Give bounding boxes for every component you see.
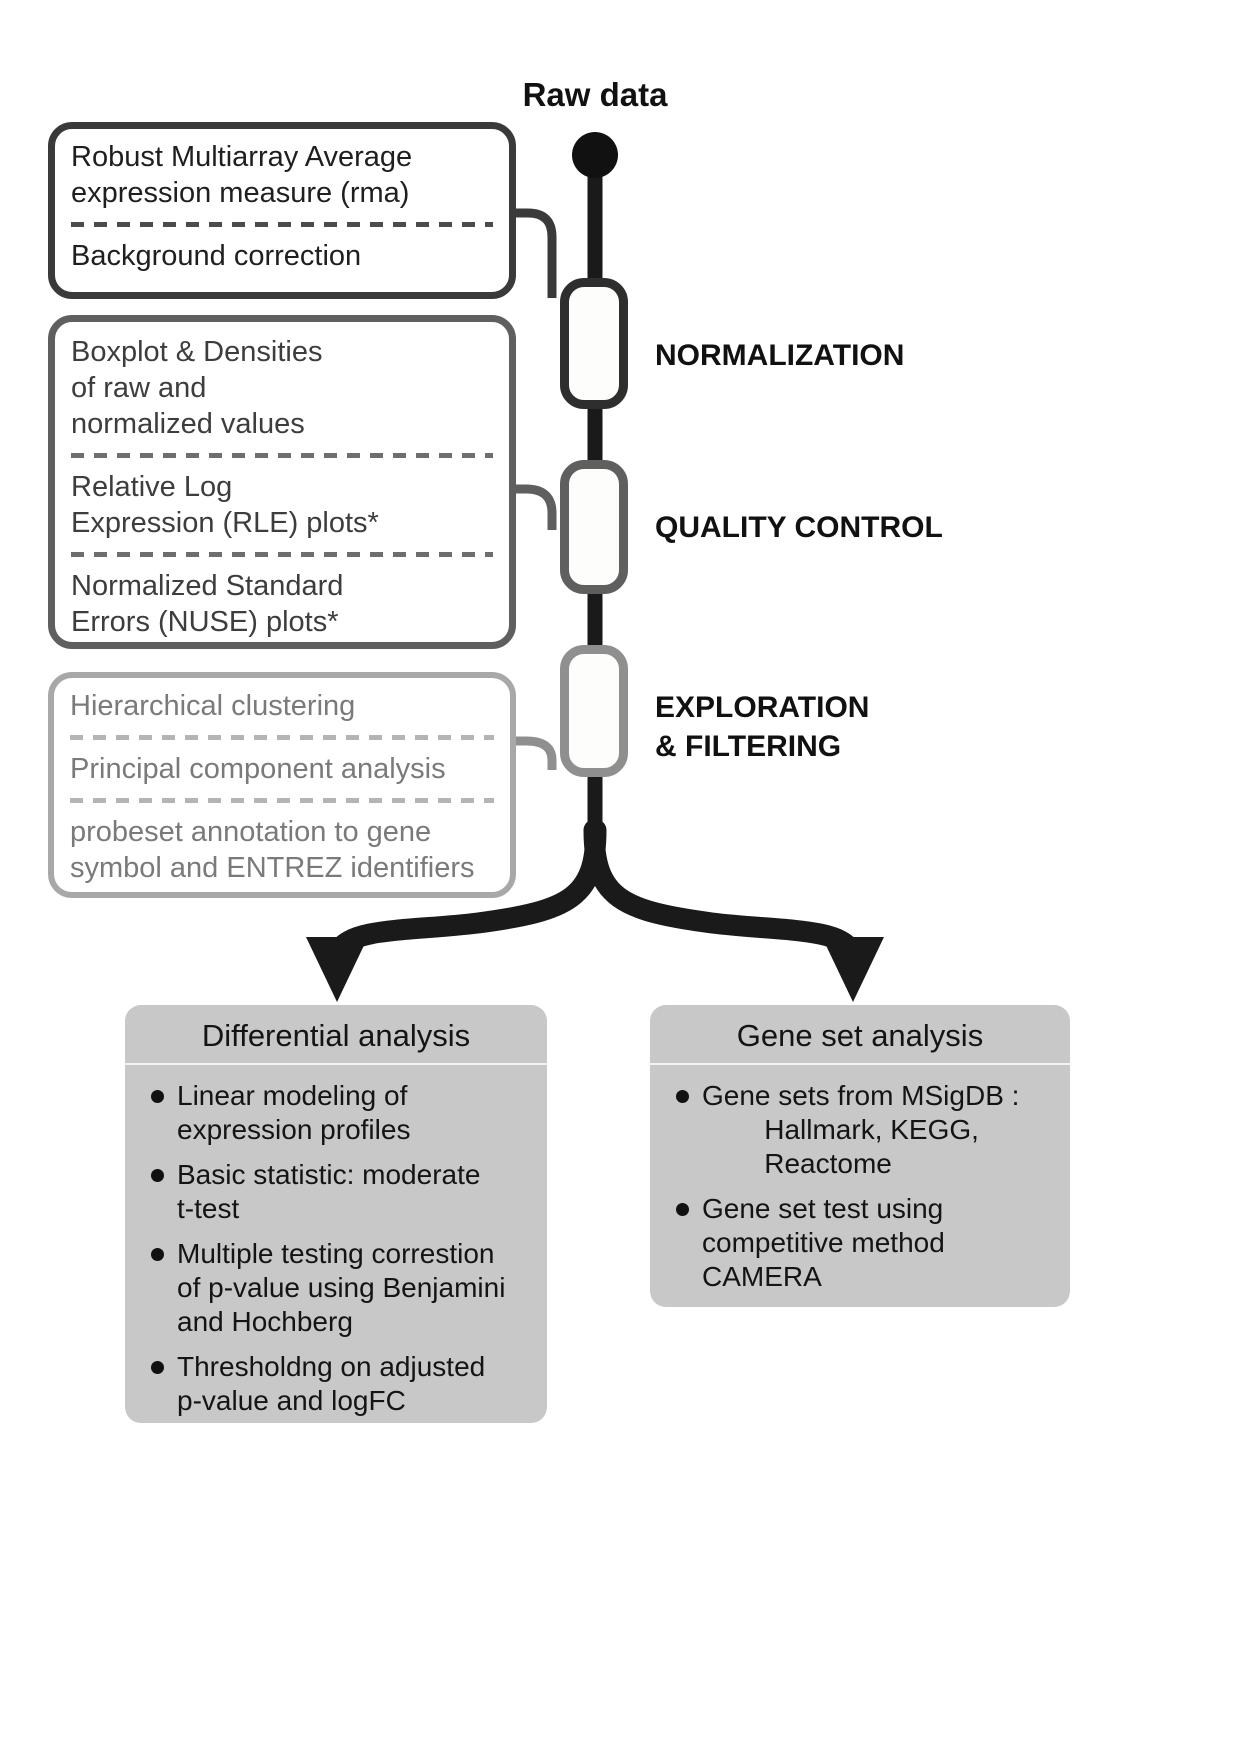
box-item-rma: Robust Multiarray Average expression mea… [71, 141, 413, 209]
stage-label-normalization: NORMALIZATION [655, 339, 905, 372]
dashed-divider [71, 222, 493, 227]
header-rule [125, 1063, 547, 1065]
dashed-divider [71, 453, 493, 458]
stage-label-quality-control: QUALITY CONTROL [655, 511, 943, 544]
dashed-divider [71, 552, 493, 557]
box-item-boxplot-densities: Boxplot & Densities of raw and normalize… [71, 336, 323, 440]
list-item: Gene sets from MSigDB : Hallmark, KEGG, … [676, 1079, 1054, 1181]
bullet-marker [676, 1090, 689, 1103]
list-item: Linear modeling of expression profiles [151, 1079, 531, 1147]
dashed-divider [70, 735, 494, 740]
gene-set-analysis-title: Gene set analysis [736, 1018, 984, 1053]
list-item: Thresholdng on adjusted p-value and logF… [151, 1350, 531, 1418]
differential-analysis-box: Differential analysis Linear modeling of… [125, 1005, 547, 1423]
fork-left-arm [327, 819, 607, 963]
exploration-node [560, 645, 628, 777]
bullet-marker [151, 1169, 164, 1182]
bullet-text: Basic statistic: moderate t-test [177, 1159, 481, 1224]
differential-analysis-title: Differential analysis [201, 1018, 471, 1053]
differential-analysis-list: Linear modeling of expression profiles B… [125, 1065, 547, 1418]
bullet-marker [151, 1248, 164, 1261]
bullet-text: Gene set test using competitive method C… [702, 1193, 945, 1292]
quality-control-node [560, 460, 628, 594]
fork-left-arrowhead [306, 937, 368, 1002]
normalization-methods-box: Robust Multiarray Average expression mea… [48, 122, 516, 299]
bullet-text: Thresholdng on adjusted p-value and logF… [177, 1351, 486, 1416]
stage-label-exploration-filtering: EXPLORATION & FILTERING [655, 691, 870, 763]
quality-control-methods-box: Boxplot & Densities of raw and normalize… [48, 315, 516, 649]
normalization-node [560, 278, 628, 409]
connector-normalization [512, 208, 557, 298]
bullet-marker [151, 1090, 164, 1103]
bullet-text: Gene sets from MSigDB : Hallmark, KEGG, … [702, 1080, 1020, 1179]
bullet-marker [676, 1203, 689, 1216]
box-item-background-correction: Background correction [71, 240, 362, 272]
fork-right-arrowhead [822, 937, 884, 1002]
bullet-text: Multiple testing correstion of p-value u… [177, 1238, 506, 1337]
box-item-pca: Principal component analysis [70, 753, 446, 785]
bullet-text: Linear modeling of expression profiles [177, 1080, 411, 1145]
exploration-methods-box: Hierarchical clustering Principal compon… [48, 672, 516, 898]
connector-quality-control [512, 484, 557, 530]
fork-right-arm [583, 819, 863, 963]
box-item-nuse-plots: Normalized Standard Errors (NUSE) plots* [71, 570, 344, 638]
box-item-rle-plots: Relative Log Expression (RLE) plots* [71, 471, 379, 539]
list-item: Basic statistic: moderate t-test [151, 1158, 531, 1226]
raw-data-label: Raw data [522, 76, 668, 113]
list-item: Gene set test using competitive method C… [676, 1192, 1054, 1294]
dashed-divider [70, 798, 494, 803]
bullet-marker [151, 1361, 164, 1374]
raw-data-dot [572, 132, 618, 178]
gene-set-analysis-list: Gene sets from MSigDB : Hallmark, KEGG, … [650, 1065, 1070, 1294]
gene-set-analysis-box: Gene set analysis Gene sets from MSigDB … [650, 1005, 1070, 1307]
header-rule [650, 1063, 1070, 1065]
box-item-probeset-annotation: probeset annotation to gene symbol and E… [70, 816, 475, 884]
connector-exploration [512, 736, 557, 770]
list-item: Multiple testing correstion of p-value u… [151, 1237, 531, 1339]
box-item-hierarchical-clustering: Hierarchical clustering [70, 690, 356, 722]
